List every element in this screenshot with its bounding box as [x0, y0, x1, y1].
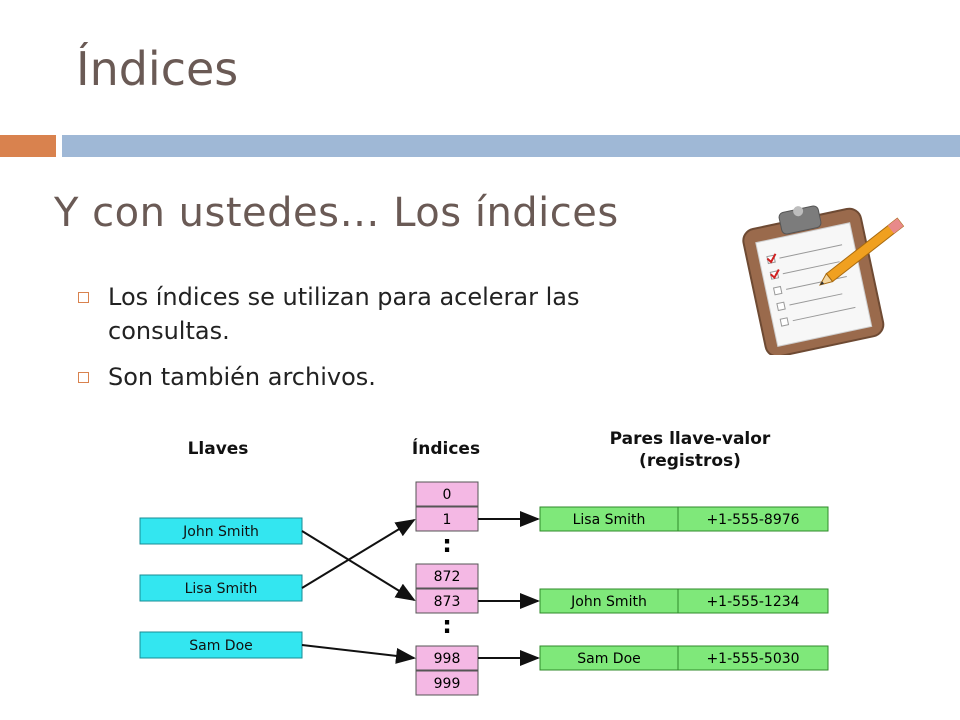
slide-subtitle: Y con ustedes… Los índices: [54, 190, 619, 236]
arrow-sam-to-998: [301, 644, 416, 664]
arrow-lisa-to-1: [301, 518, 416, 589]
key-box: Lisa Smith: [139, 574, 303, 602]
index-cell: 873: [415, 588, 479, 614]
clipboard-checklist-icon: [742, 205, 905, 355]
bullet-square-icon: [78, 372, 89, 383]
record-name: Lisa Smith: [573, 512, 646, 528]
index-ellipsis: :: [442, 611, 452, 639]
key-label: Lisa Smith: [185, 581, 258, 597]
record-phone: +1-555-1234: [706, 594, 799, 610]
bullet-list: Los índices se utilizan para acelerar la…: [78, 280, 698, 406]
record-name: Sam Doe: [577, 651, 641, 667]
key-box: John Smith: [139, 517, 303, 545]
bullet-item: Los índices se utilizan para acelerar la…: [78, 280, 698, 348]
hash-index-diagram: Llaves Índices Pares llave-valor (regist…: [139, 429, 829, 696]
record-row: Sam Doe +1-555-5030: [539, 645, 829, 671]
record-phone: +1-555-5030: [706, 651, 799, 667]
bullet-text: Son también archivos.: [108, 363, 376, 391]
index-label: 0: [443, 487, 452, 503]
index-label: 873: [434, 594, 461, 610]
index-cell: 999: [415, 670, 479, 696]
pencil-icon: [818, 217, 905, 286]
bullet-square-icon: [78, 292, 89, 303]
accent-bar-blue: [62, 135, 960, 157]
key-box: Sam Doe: [139, 631, 303, 659]
arrow-john-to-873: [301, 530, 416, 602]
index-label: 998: [434, 651, 461, 667]
index-ellipsis: :: [442, 530, 452, 558]
slide-title: Índices: [76, 42, 239, 96]
header-pairs-sub: (registros): [639, 451, 741, 471]
key-label: John Smith: [182, 524, 259, 540]
record-name: John Smith: [570, 594, 647, 610]
accent-bar-orange: [0, 135, 56, 157]
header-pairs: Pares llave-valor: [610, 429, 771, 449]
index-cell: 998: [415, 645, 479, 671]
header-indices: Índices: [412, 437, 480, 459]
index-cell: 0: [415, 481, 479, 507]
header-keys: Llaves: [188, 439, 249, 459]
index-cell: 872: [415, 563, 479, 589]
record-row: Lisa Smith +1-555-8976: [539, 506, 829, 532]
record-row: John Smith +1-555-1234: [539, 588, 829, 614]
bullet-text: Los índices se utilizan para acelerar la…: [108, 283, 580, 345]
key-label: Sam Doe: [189, 638, 253, 654]
index-label: 872: [434, 569, 461, 585]
index-cell: 1: [415, 506, 479, 532]
index-label: 1: [443, 512, 452, 528]
index-label: 999: [434, 676, 461, 692]
bullet-item: Son también archivos.: [78, 360, 698, 394]
record-phone: +1-555-8976: [706, 512, 799, 528]
